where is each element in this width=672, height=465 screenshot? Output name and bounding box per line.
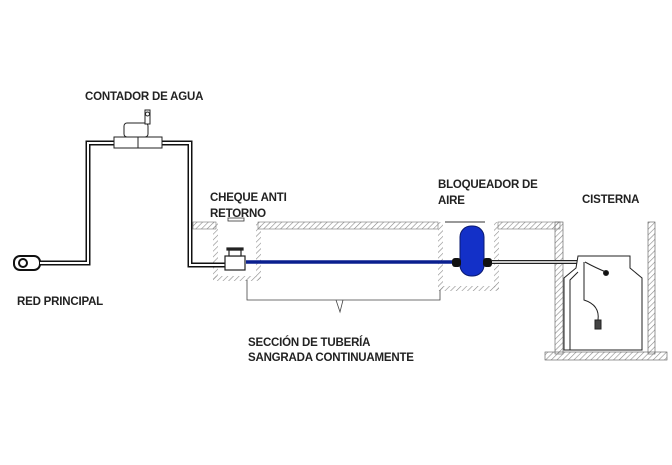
check-valve-icon xyxy=(224,247,246,271)
supply-pipe xyxy=(40,140,228,268)
cistern-pit xyxy=(544,221,668,361)
main-network-label: RED PRINCIPAL xyxy=(17,296,103,308)
section-label-line2: SANGRADA CONTINUAMENTE xyxy=(248,352,414,364)
check-valve-label-line2: RETORNO xyxy=(210,208,266,220)
air-blocker-label-line1: BLOQUEADOR DE xyxy=(438,179,538,191)
check-valve-pit xyxy=(213,217,261,281)
check-valve-label-line1: CHEQUE ANTI xyxy=(210,192,287,204)
air-blocker-label-line2: AIRE xyxy=(438,195,465,207)
cistern-tank-icon xyxy=(563,255,643,351)
main-network-valve-icon xyxy=(13,255,41,271)
section-label-line1: SECCIÓN DE TUBERÍA xyxy=(248,337,371,349)
water-meter-label: CONTADOR DE AGUA xyxy=(85,91,204,103)
air-blocker-pit xyxy=(438,221,499,291)
section-bracket xyxy=(246,280,441,314)
cistern-label: CISTERNA xyxy=(582,194,640,206)
air-blocker-icon xyxy=(452,225,492,277)
ground-surface xyxy=(192,221,561,230)
water-meter-icon xyxy=(113,109,163,149)
